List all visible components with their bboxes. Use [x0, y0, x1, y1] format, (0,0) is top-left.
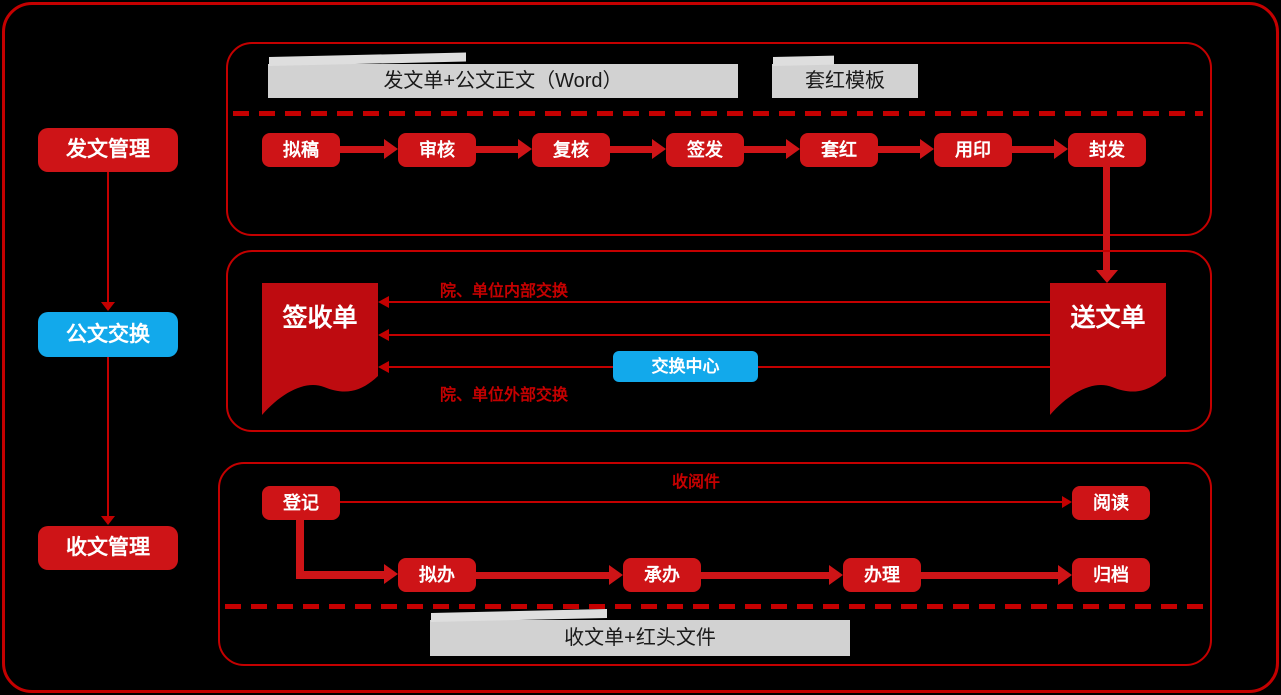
internal-exchange-label: 院、单位内部交换 [440, 283, 569, 300]
send-step-recheck: 复核 [532, 133, 610, 167]
exchange-line-middle [378, 329, 1050, 341]
stage-send-management: 发文管理 [38, 128, 178, 172]
flow-arrow [701, 565, 843, 585]
connector-exchange-to-receive [107, 357, 109, 516]
send-flow-panel [226, 42, 1212, 236]
connector-dispatch-to-delivery [1103, 167, 1110, 271]
red-template-label: 套红模板 [772, 64, 918, 98]
flow-arrow [610, 139, 666, 159]
flow-arrow [340, 139, 398, 159]
send-step-draft: 拟稿 [262, 133, 340, 167]
exchange-line-internal [378, 296, 1050, 308]
receive-step-archive: 归档 [1072, 558, 1150, 592]
read-items-label: 收阅件 [672, 474, 721, 491]
exchange-center-box: 交换中心 [613, 351, 758, 382]
receive-step-undertake: 承办 [623, 558, 701, 592]
send-step-redtemplate: 套红 [800, 133, 878, 167]
connector-register-to-plan [296, 564, 398, 584]
send-step-review: 审核 [398, 133, 476, 167]
exchange-panel [226, 250, 1212, 432]
receive-step-read: 阅读 [1072, 486, 1150, 520]
send-step-seal: 用印 [934, 133, 1012, 167]
receive-flow-panel [218, 462, 1212, 666]
connector-register-to-read [340, 496, 1072, 508]
connector-send-to-exchange [107, 172, 109, 302]
connector-register-down [296, 520, 304, 579]
flow-arrow [1012, 139, 1068, 159]
receive-step-register: 登记 [262, 486, 340, 520]
send-dashed-divider [233, 111, 1203, 116]
flow-arrow [878, 139, 934, 159]
arrow-down-icon [1096, 270, 1118, 283]
stage-document-exchange: 公文交换 [38, 312, 178, 357]
external-exchange-label: 院、单位外部交换 [440, 387, 569, 404]
stage-receive-management: 收文管理 [38, 526, 178, 570]
send-step-sign: 签发 [666, 133, 744, 167]
send-step-dispatch: 封发 [1068, 133, 1146, 167]
receive-step-handle: 办理 [843, 558, 921, 592]
flow-arrow [476, 139, 532, 159]
delivery-doc-shape [1050, 283, 1166, 415]
receipt-doc-shape [262, 283, 378, 415]
arrow-down-icon [101, 516, 115, 525]
receive-step-plan: 拟办 [398, 558, 476, 592]
flow-arrow [744, 139, 800, 159]
receive-attachment-label: 收文单+红头文件 [430, 620, 850, 656]
flow-arrow [476, 565, 623, 585]
receive-dashed-divider [225, 604, 1203, 609]
delivery-doc-label: 送文单 [1070, 304, 1146, 332]
flow-arrow [921, 565, 1072, 585]
send-attachment-label: 发文单+公文正文（Word） [268, 64, 738, 98]
receipt-doc-label: 签收单 [282, 304, 358, 332]
arrow-down-icon [101, 302, 115, 311]
